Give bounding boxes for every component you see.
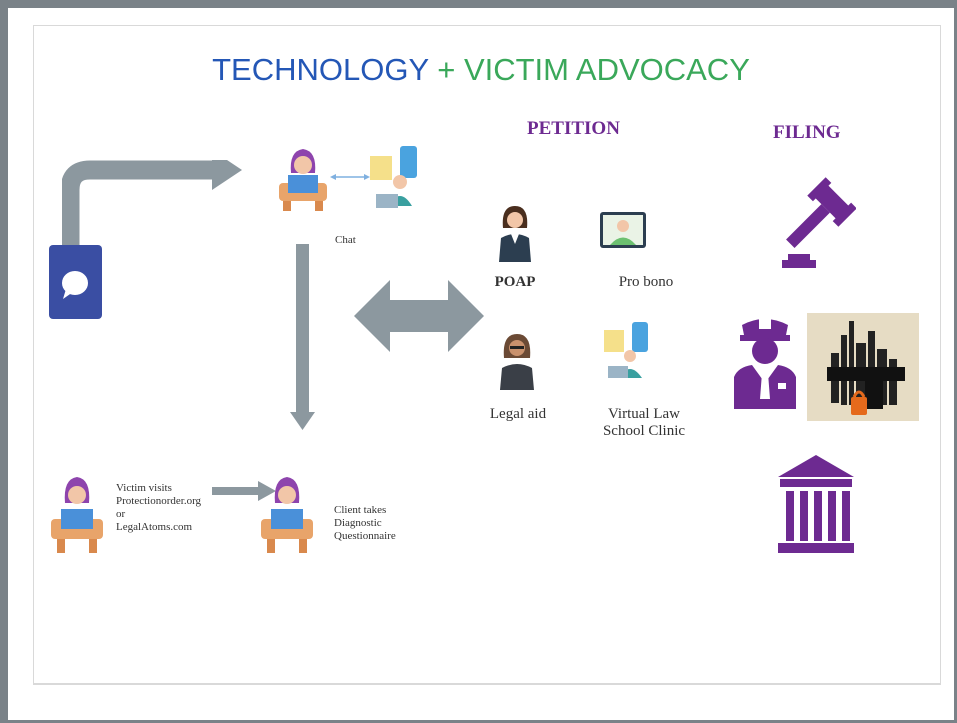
client-takes-line: Diagnostic <box>334 517 382 529</box>
filing-heading: FILING <box>773 122 841 143</box>
virtual-clinic-line: Virtual Law <box>608 406 680 422</box>
petition-heading: PETITION <box>527 118 620 139</box>
businesswoman-icon <box>500 334 534 390</box>
client-takes-line: Questionnaire <box>334 530 396 542</box>
title-victim-advocacy: VICTIM ADVOCACY <box>463 52 750 87</box>
businesswoman-icon <box>499 206 531 262</box>
woman-laptop-icon <box>279 149 327 211</box>
client-takes-line: Client takes <box>334 504 387 516</box>
double-arrow-small <box>330 174 370 180</box>
page-title: TECHNOLOGY + VICTIM ADVOCACY <box>8 52 954 88</box>
flow-arrow-bidirectional <box>354 280 484 352</box>
victim-visits-text: Victim visits Protectionorder.org or Leg… <box>116 482 201 534</box>
title-technology: TECHNOLOGY <box>212 52 429 87</box>
slide: TECHNOLOGY + VICTIM ADVOCACY PETITION FI… <box>8 8 954 720</box>
virtual-clinic-line: School Clinic <box>602 423 686 439</box>
victim-visits-line: Victim visits <box>116 482 172 494</box>
slide-frame <box>33 25 941 685</box>
victim-visits-line: or <box>116 508 126 520</box>
virtual-clinic-label: Virtual Law School Clinic <box>586 406 702 440</box>
client-takes-text: Client takes Diagnostic Questionnaire <box>334 504 396 543</box>
video-call-icon <box>600 212 646 248</box>
poap-label: POAP <box>494 274 536 290</box>
chat-bubble-app-icon <box>49 245 102 319</box>
courthouse-icon <box>778 455 854 553</box>
help-desk-agent-icon <box>370 146 417 208</box>
victim-visits-line: Protectionorder.org <box>116 495 202 507</box>
flow-arrow-right-small <box>212 481 276 501</box>
victim-visits-line: LegalAtoms.com <box>116 521 193 533</box>
gavel-icon <box>782 177 856 268</box>
city-gun-lock-icon <box>807 313 919 421</box>
title-plus: + <box>428 52 464 87</box>
bottom-rule <box>33 683 941 684</box>
woman-laptop-icon <box>261 477 313 553</box>
police-officer-icon <box>734 319 796 409</box>
legal-aid-label: Legal aid <box>489 406 547 422</box>
help-desk-agent-icon <box>604 322 648 378</box>
flow-arrow-down <box>290 244 315 430</box>
flow-arrow-elbow <box>62 160 242 248</box>
pro-bono-label: Pro bono <box>618 274 674 290</box>
woman-laptop-icon <box>51 477 103 553</box>
chat-label: Chat <box>335 234 356 246</box>
